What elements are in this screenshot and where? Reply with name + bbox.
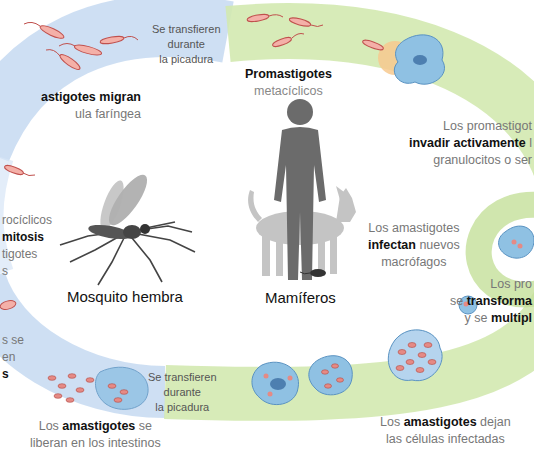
label-word: dejan xyxy=(480,415,511,429)
mosquito-figure xyxy=(60,170,195,285)
label-word: la xyxy=(159,53,168,65)
label-word: amastigotes xyxy=(404,415,477,429)
label-word: activamente xyxy=(453,136,525,150)
label-word: intestinos xyxy=(108,436,161,450)
label-word: transfieren xyxy=(165,371,217,383)
label-word: mitosis xyxy=(2,230,44,244)
label-word: se xyxy=(11,333,24,347)
mammal-silhouettes xyxy=(248,99,356,280)
cycle-label: astigotes migran ula faríngea xyxy=(41,89,141,123)
cycle-label: Se transfieren durante la picadura xyxy=(148,370,217,415)
released-amastigotes xyxy=(48,367,148,409)
label-word: Se xyxy=(148,371,161,383)
label-word: hembra xyxy=(132,288,183,305)
label-word: l xyxy=(529,136,532,150)
cycle-label: Los amastigotes se liberan en los intest… xyxy=(30,418,161,452)
label-word: tigotes xyxy=(2,247,37,261)
label-word: amastigotes xyxy=(392,221,459,235)
label-word: Los xyxy=(490,277,510,291)
cycle-label: Los promastigot invadir activamente l gr… xyxy=(409,118,532,169)
label-word: las xyxy=(386,432,402,446)
label-word: durante xyxy=(168,38,205,50)
cycle-label: rocíclicos mitosis tigotes s xyxy=(2,212,52,280)
label-word: Los xyxy=(368,221,388,235)
label-word: transforma xyxy=(467,294,532,308)
label-word: rocíclicos xyxy=(2,213,52,227)
label-word: células xyxy=(405,432,444,446)
label-word: invadir xyxy=(409,136,450,150)
label-word: Los xyxy=(39,419,59,433)
label-word: amastigotes xyxy=(62,419,135,433)
label-word: metacíclicos xyxy=(254,84,323,98)
mammal-band xyxy=(165,31,534,394)
label-word: ula xyxy=(75,107,92,121)
label-word: o xyxy=(504,153,511,167)
label-word: ser xyxy=(515,153,532,167)
label-word: los xyxy=(88,436,104,450)
label-word: s xyxy=(2,264,8,278)
label-word: se xyxy=(474,311,487,325)
label-word: s xyxy=(2,333,8,347)
cycle-label: Se transfieren durante la picadura xyxy=(152,22,221,67)
mosquito-band xyxy=(0,26,228,392)
label-word: se xyxy=(450,294,463,308)
label-word: multipl xyxy=(491,311,532,325)
label-word: macrófagos xyxy=(381,255,446,269)
label-word: granulocitos xyxy=(433,153,500,167)
label-word: durante xyxy=(164,386,201,398)
label-word: se xyxy=(139,419,152,433)
label-word: infectadas xyxy=(448,432,505,446)
label-word: Mosquito xyxy=(67,288,128,305)
label-word: nuevos xyxy=(419,238,459,252)
granulocyte-cell xyxy=(362,35,445,84)
label-word: en xyxy=(2,350,15,364)
label-word: Promastigotes xyxy=(245,67,332,81)
metacyclic-promastigotes xyxy=(247,13,323,48)
label-word: Mamíferos xyxy=(265,289,336,306)
label-word: Se xyxy=(152,23,165,35)
label-word: pro xyxy=(514,277,532,291)
cycle-label: s se en s xyxy=(2,332,24,383)
label-word: Los xyxy=(380,415,400,429)
label-word: picadura xyxy=(171,53,213,65)
cycle-label: Los amastigotes infectan nuevos macrófag… xyxy=(368,220,460,271)
cycle-label: Mamíferos xyxy=(265,287,336,308)
label-word: en xyxy=(71,436,85,450)
label-word: faríngea xyxy=(95,107,141,121)
label-word: astigotes xyxy=(41,90,96,104)
label-word: la xyxy=(155,401,164,413)
label-word: s xyxy=(2,367,9,381)
cycle-label: Los amastigotes dejan las células infect… xyxy=(380,414,511,448)
macrophage-cell xyxy=(499,226,534,258)
cycle-label: Los pro se transforma y se multipl xyxy=(450,276,532,327)
label-word: transfieren xyxy=(169,23,221,35)
infected-macrophages xyxy=(252,296,477,405)
cycle-label: Mosquito hembra xyxy=(67,286,183,307)
label-word: liberan xyxy=(30,436,68,450)
promastigotes xyxy=(24,22,138,71)
label-word: promastigot xyxy=(467,119,532,133)
label-word: Los xyxy=(443,119,463,133)
label-word: picadura xyxy=(167,401,209,413)
label-word: migran xyxy=(99,90,141,104)
label-word: y xyxy=(465,311,471,325)
label-word: infectan xyxy=(368,238,416,252)
cycle-label: Promastigotes metacíclicos xyxy=(245,66,332,100)
